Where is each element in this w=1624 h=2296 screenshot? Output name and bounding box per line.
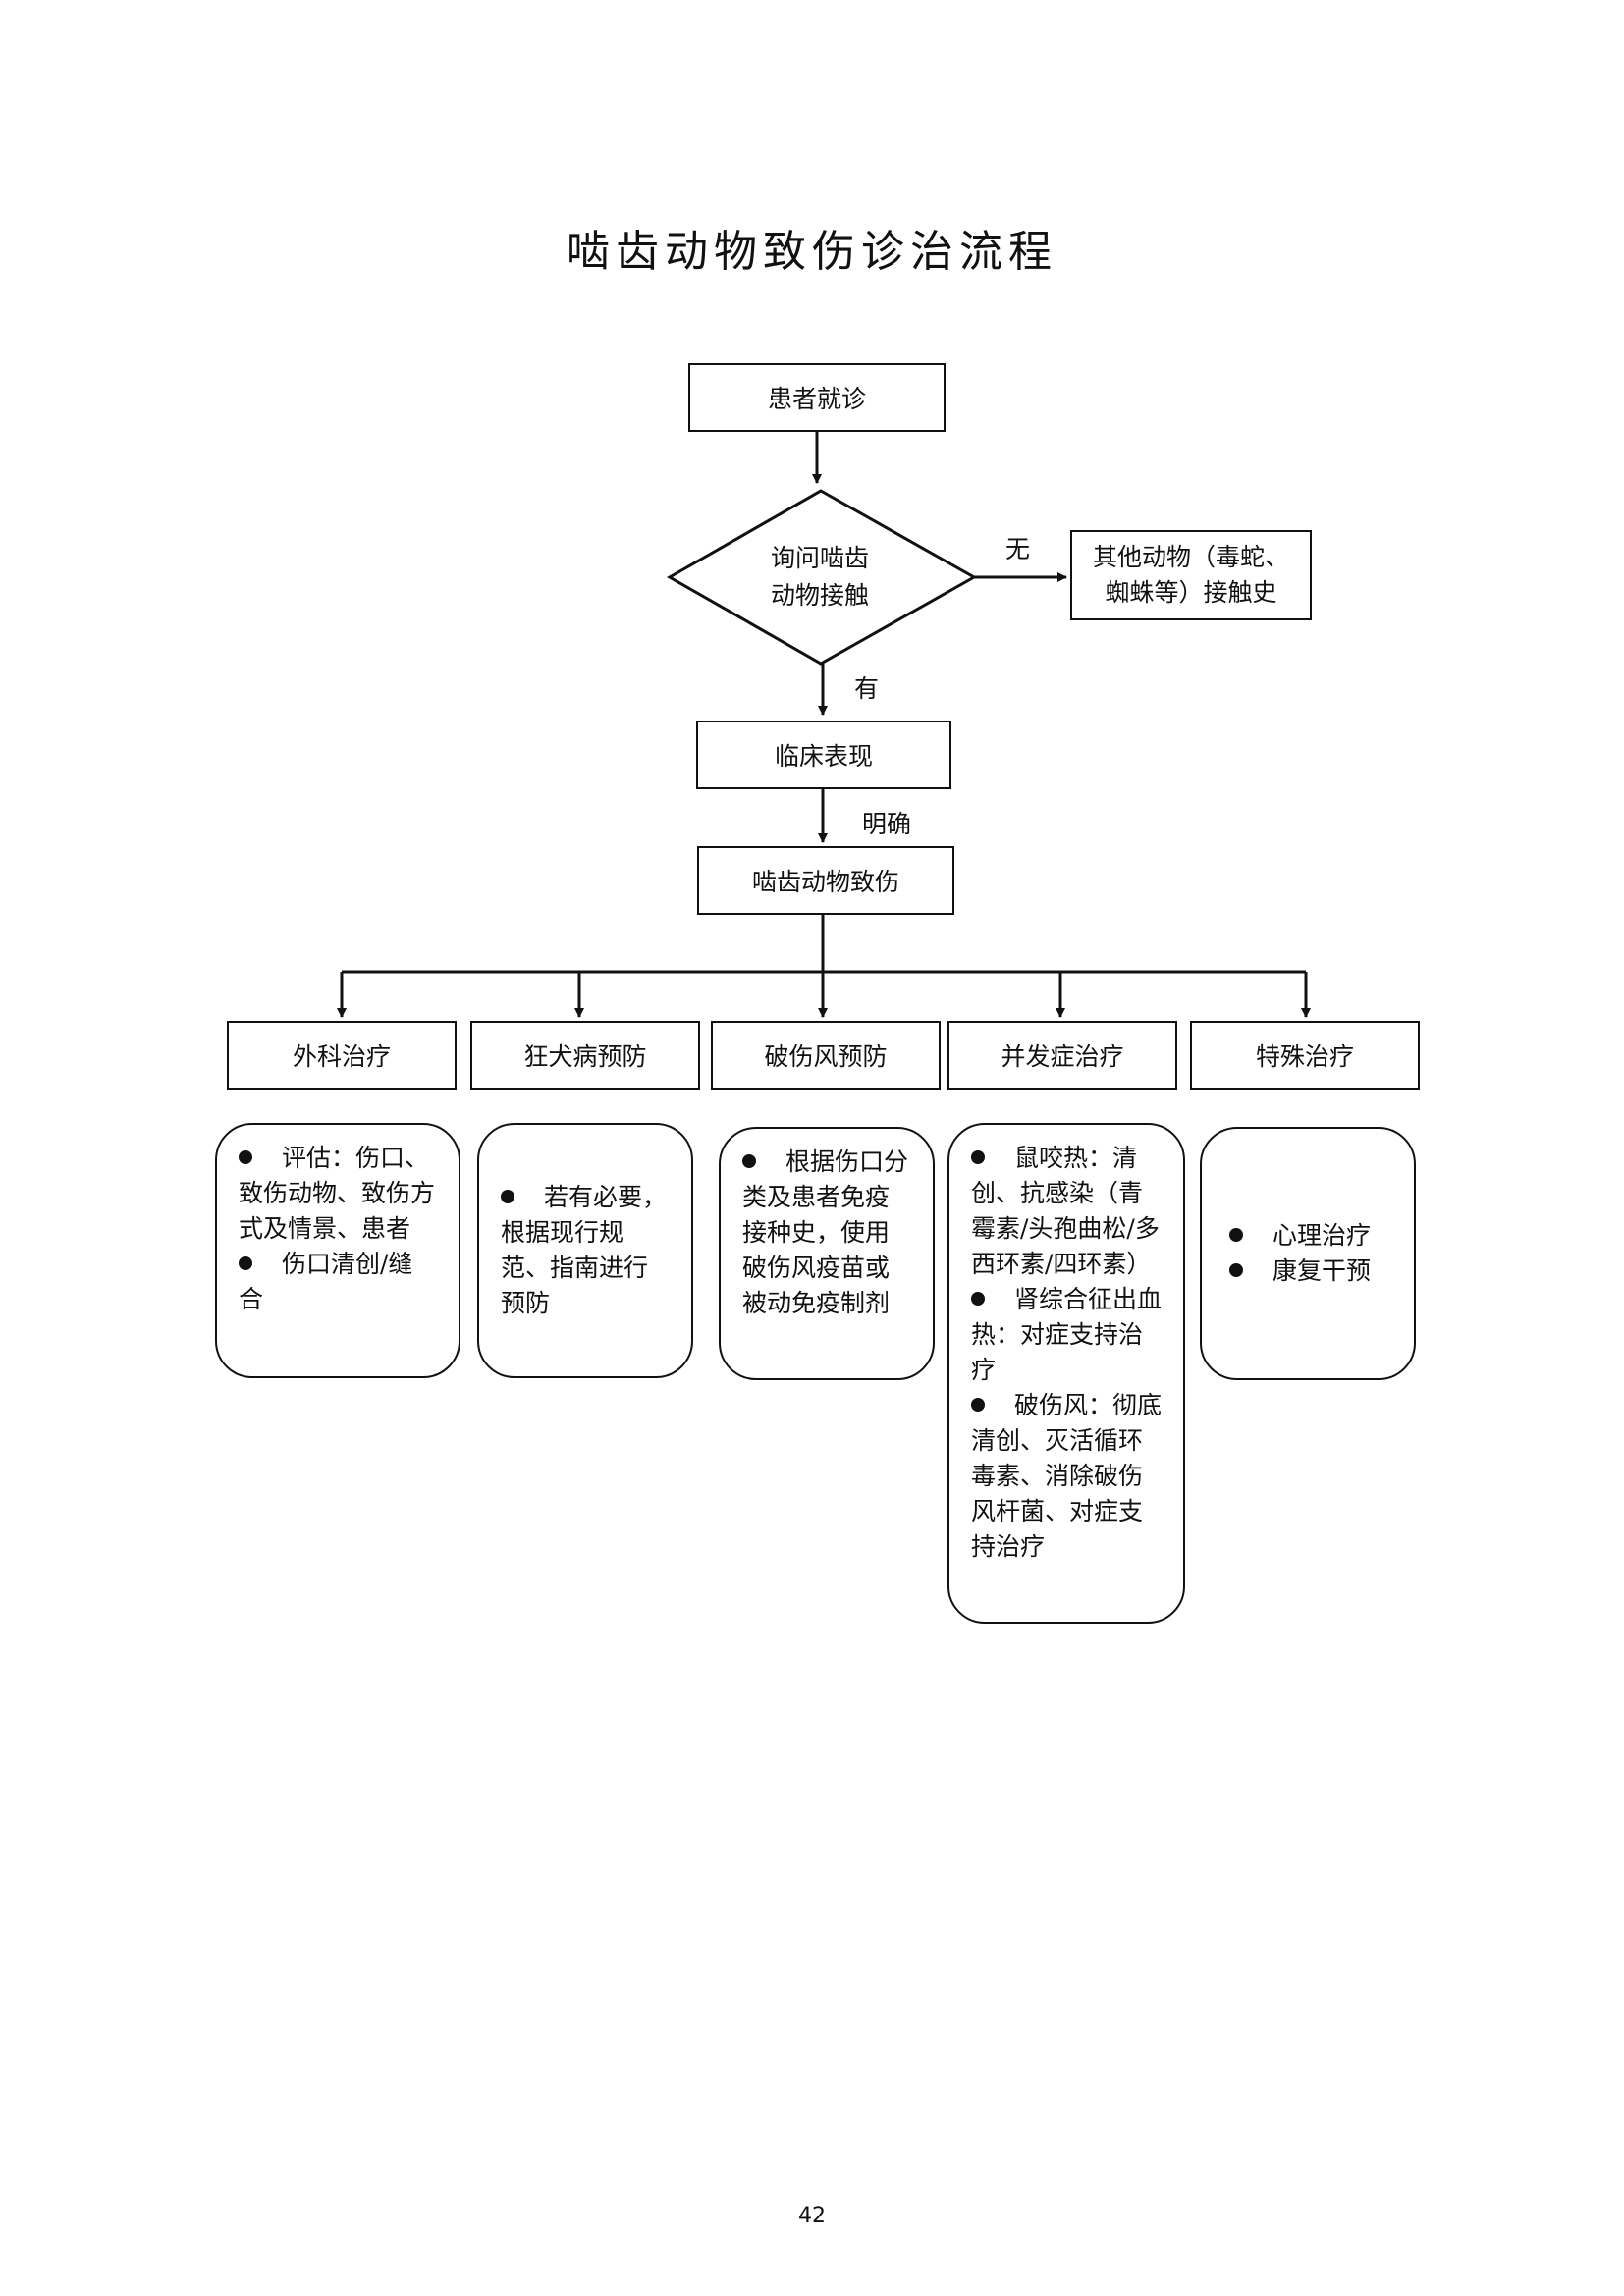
node-clinical: 临床表现 bbox=[696, 721, 951, 789]
detail-text: 评估：伤口、致伤动物、致伤方式及情景、患者 bbox=[239, 1144, 436, 1243]
page-title: 啮齿动物致伤诊治流程 bbox=[567, 227, 1057, 277]
detail-item: 鼠咬热：清创、抗感染（青霉素/头孢曲松/多西环素/四环素） bbox=[971, 1141, 1162, 1282]
detail-text: 鼠咬热：清创、抗感染（青霉素/头孢曲松/多西环素/四环素） bbox=[971, 1144, 1160, 1278]
ask-line-2: 动物接触 bbox=[770, 581, 869, 610]
other-line-2: 蜘蛛等）接触史 bbox=[1105, 578, 1277, 607]
bullet-icon bbox=[239, 1149, 252, 1164]
detail-surgery: 评估：伤口、致伤动物、致伤方式及情景、患者 伤口清创/缝合 bbox=[215, 1123, 460, 1378]
detail-item: 伤口清创/缝合 bbox=[239, 1247, 437, 1317]
node-rodent-injury: 啮齿动物致伤 bbox=[697, 846, 954, 915]
node-ask-contact: 询问啮齿 动物接触 bbox=[727, 540, 913, 614]
branch-complication: 并发症治疗 bbox=[947, 1021, 1177, 1090]
node-patient-visit: 患者就诊 bbox=[688, 363, 946, 432]
detail-text: 若有必要，根据现行规范、指南进行预防 bbox=[501, 1183, 668, 1317]
node-other-animal: 其他动物（毒蛇、 蜘蛛等）接触史 bbox=[1070, 530, 1312, 620]
detail-text: 伤口清创/缝合 bbox=[239, 1250, 413, 1313]
bullet-icon bbox=[971, 1397, 985, 1412]
other-line-1: 其他动物（毒蛇、 bbox=[1092, 543, 1289, 571]
page-number: 42 bbox=[798, 2204, 826, 2228]
detail-special: 心理治疗 康复干预 bbox=[1200, 1127, 1416, 1380]
bullet-icon bbox=[501, 1189, 514, 1203]
detail-item: 破伤风：彻底清创、灭活循环毒素、消除破伤风杆菌、对症支持治疗 bbox=[971, 1388, 1162, 1565]
detail-tetanus: 根据伤口分类及患者免疫接种史，使用破伤风疫苗或被动免疫制剂 bbox=[719, 1127, 935, 1380]
edge-label-no: 无 bbox=[1005, 535, 1031, 563]
ask-line-1: 询问啮齿 bbox=[770, 544, 869, 572]
bullet-icon bbox=[1229, 1227, 1243, 1242]
bullet-icon bbox=[239, 1255, 252, 1270]
edge-label-confirmed: 明确 bbox=[862, 810, 912, 838]
detail-text: 破伤风：彻底清创、灭活循环毒素、消除破伤风杆菌、对症支持治疗 bbox=[971, 1391, 1163, 1561]
detail-item: 评估：伤口、致伤动物、致伤方式及情景、患者 bbox=[239, 1141, 437, 1247]
detail-text: 康复干预 bbox=[1272, 1256, 1372, 1285]
detail-item: 肾综合征出血热：对症支持治疗 bbox=[971, 1282, 1162, 1388]
edge-label-yes: 有 bbox=[854, 674, 880, 703]
branch-special: 特殊治疗 bbox=[1190, 1021, 1420, 1090]
detail-item: 根据伤口分类及患者免疫接种史，使用破伤风疫苗或被动免疫制剂 bbox=[742, 1145, 911, 1321]
bullet-icon bbox=[971, 1291, 985, 1306]
detail-rabies: 若有必要，根据现行规范、指南进行预防 bbox=[477, 1123, 693, 1378]
bullet-icon bbox=[742, 1153, 756, 1168]
detail-item: 若有必要，根据现行规范、指南进行预防 bbox=[501, 1180, 670, 1321]
detail-text: 心理治疗 bbox=[1272, 1221, 1372, 1250]
bullet-icon bbox=[971, 1149, 985, 1164]
branch-rabies: 狂犬病预防 bbox=[470, 1021, 700, 1090]
detail-item: 康复干预 bbox=[1229, 1254, 1392, 1289]
bullet-icon bbox=[1229, 1262, 1243, 1277]
branch-surgery: 外科治疗 bbox=[227, 1021, 457, 1090]
detail-complication: 鼠咬热：清创、抗感染（青霉素/头孢曲松/多西环素/四环素） 肾综合征出血热：对症… bbox=[947, 1123, 1185, 1624]
detail-text: 肾综合征出血热：对症支持治疗 bbox=[971, 1285, 1163, 1384]
detail-text: 根据伤口分类及患者免疫接种史，使用破伤风疫苗或被动免疫制剂 bbox=[742, 1148, 909, 1317]
ask-diamond bbox=[666, 489, 978, 666]
detail-item: 心理治疗 bbox=[1229, 1218, 1392, 1254]
branch-tetanus: 破伤风预防 bbox=[711, 1021, 941, 1090]
